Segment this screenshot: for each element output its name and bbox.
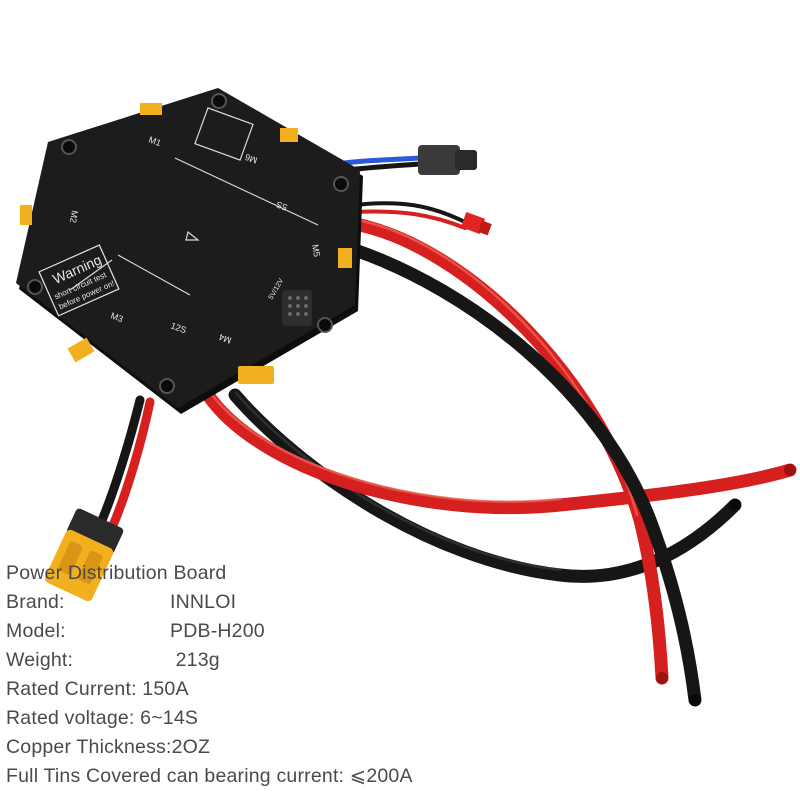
port-label-m5: M5 [310,244,322,258]
spec-brand: Brand: INNLOI [6,588,413,617]
port-label-m4: M4 [218,332,233,346]
spec-weight: Weight: 213g [6,646,413,675]
spec-full-tins: Full Tins Covered can bearing current: ⩽… [6,765,413,787]
port-label-m1: M1 [147,134,162,148]
signal-connector [418,145,477,175]
spec-model: Model: PDB-H200 [6,617,413,646]
xt60-leads [95,395,145,530]
spec-value: PDB-H200 [170,620,265,642]
spec-value: 213g [170,649,220,671]
spec-label: Weight: [6,649,74,671]
port-label-m6: M6 [244,152,259,166]
spec-value: INNLOI [170,591,237,613]
pdb-board: M1 M6 M2 M5 M3 M4 5S 12S 5V/12V Warning … [16,88,363,414]
bec-header [282,290,312,326]
spec-rated-current: Rated Current: 150A [6,678,189,700]
product-title: Power Distribution Board [6,562,227,584]
red-wire [201,388,797,515]
spec-copper-thickness: Copper Thickness:2OZ [6,736,211,758]
spec-list: Power Distribution Board Brand: INNLOI M… [6,559,413,791]
spec-label: Brand: [6,591,65,613]
xt60-connector [44,508,124,602]
port-label-m2: M2 [68,210,80,224]
black-wire-loop [348,243,702,707]
port-label-m3: M3 [109,310,124,324]
power-wires [95,155,797,707]
spec-rated-voltage: Rated voltage: 6~14S [6,707,199,729]
voltage-label-5s: 5S [275,199,289,212]
spec-label: Model: [6,620,66,642]
jst-connector [460,212,492,236]
